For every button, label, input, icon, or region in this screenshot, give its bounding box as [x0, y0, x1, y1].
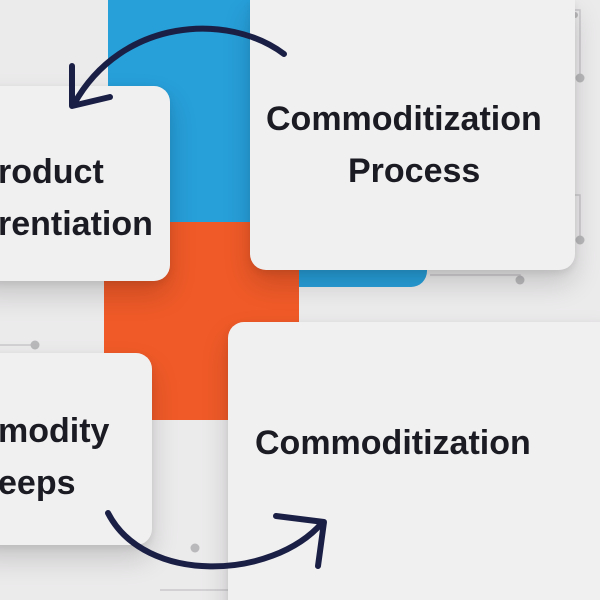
card-product-differentiation [0, 86, 170, 281]
label-commoditization: Commoditization [255, 424, 531, 462]
label-commoditization-process-line1: Commoditization [266, 100, 542, 138]
card-commoditization-process [250, 0, 575, 270]
label-commodity-traps-line2: eeps [0, 464, 76, 502]
label-product-differentiation-line2: rentiation [0, 205, 153, 243]
label-commodity-traps-line1: modity [0, 412, 110, 450]
label-commoditization-process-line2: Process [348, 152, 481, 190]
blue-connector-ledge [262, 265, 427, 287]
label-product-differentiation-line1: roduct [0, 153, 104, 191]
